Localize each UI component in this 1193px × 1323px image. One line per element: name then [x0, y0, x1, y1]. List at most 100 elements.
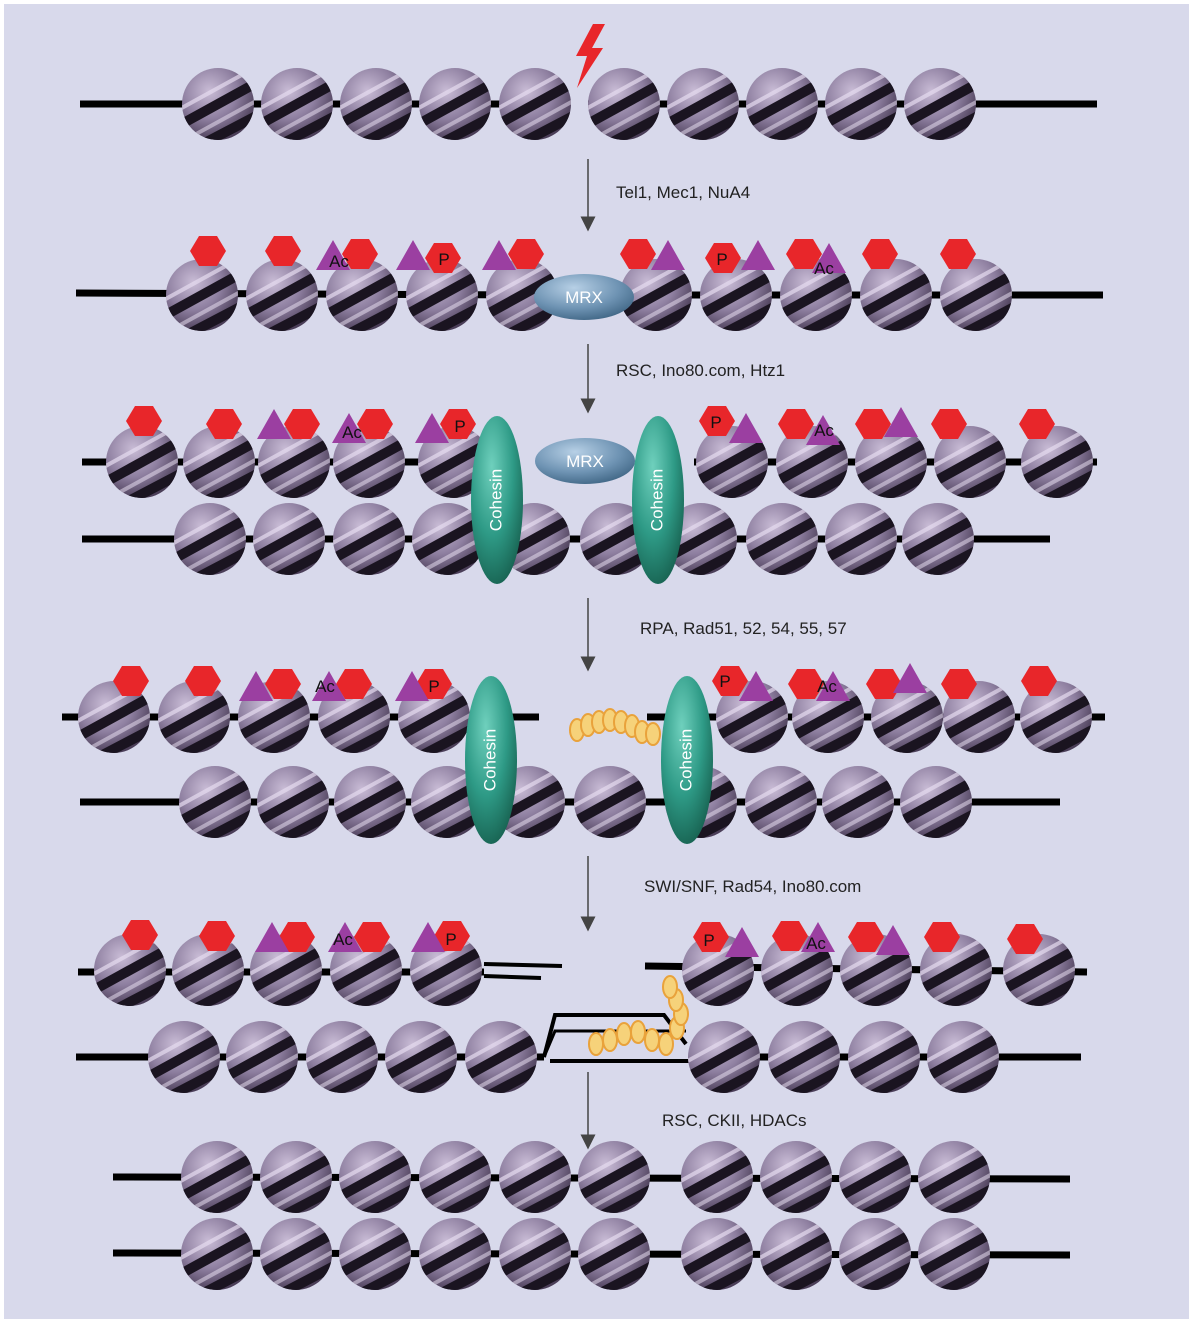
nucleosome-icon [493, 1216, 577, 1308]
cohesin-label: Cohesin [486, 469, 505, 531]
nucleosome-icon [168, 501, 252, 593]
nucleosome-icon [819, 501, 903, 593]
triangle-icon [741, 240, 775, 270]
nucleosome-icon [568, 764, 652, 856]
nucleosome-icon [255, 66, 339, 158]
nucleosome-icon [142, 1019, 226, 1111]
nucleosome-icon [333, 1139, 417, 1231]
nucleosome-icon [100, 424, 184, 516]
nucleosome-icon [816, 764, 900, 856]
nucleosome-icon [833, 1139, 917, 1231]
rpa-bead [589, 1033, 603, 1055]
nucleosome-icon [842, 1019, 926, 1111]
nucleosome-icon [740, 501, 824, 593]
phospho-label: P [710, 413, 721, 432]
nucleosome-icon [854, 257, 938, 349]
triangle-icon [396, 240, 430, 270]
nucleosome-icon [300, 1019, 384, 1111]
cohesin-label: Cohesin [480, 729, 499, 791]
nucleosome-icon [997, 932, 1081, 1024]
nucleosome-icon [675, 1216, 759, 1308]
nucleosome-icon [240, 257, 324, 349]
nucleosome-icon [328, 764, 412, 856]
step-label-3: RPA, Rad51, 52, 54, 55, 57 [640, 619, 847, 638]
nucleosome-icon [413, 66, 497, 158]
triangle-icon [651, 240, 685, 270]
nucleosome-icon [251, 764, 335, 856]
nucleosome-icon [833, 1216, 917, 1308]
nucleosome-icon [582, 66, 666, 158]
nucleosome-icon [413, 1139, 497, 1231]
rpa-bead [659, 1033, 673, 1055]
nucleosome-icon [175, 1216, 259, 1308]
nucleosome-icon [572, 1139, 656, 1231]
nucleosome-icon [740, 66, 824, 158]
cohesin-label: Cohesin [647, 469, 666, 531]
rpa-bead [631, 1021, 645, 1043]
acetyl-label: Ac [342, 423, 362, 442]
acetyl-label: Ac [333, 930, 353, 949]
rpa-bead [617, 1023, 631, 1045]
nucleosome-icon [493, 1139, 577, 1231]
nucleosome-icon [661, 66, 745, 158]
rpa-bead [663, 976, 677, 998]
cohesin-label: Cohesin [676, 729, 695, 791]
nucleosome-icon [220, 1019, 304, 1111]
nucleosome-icon [459, 1019, 543, 1111]
nucleosome-icon [914, 932, 998, 1024]
phospho-label: P [719, 672, 730, 691]
nucleosome-icon [896, 501, 980, 593]
nucleosome-icon [572, 1216, 656, 1308]
nucleosome-icon [921, 1019, 1005, 1111]
nucleosome-icon [762, 1019, 846, 1111]
nucleosome-icon [175, 1139, 259, 1231]
nucleosome-icon [333, 1216, 417, 1308]
rpa-bead [603, 1029, 617, 1051]
nucleosome-icon [819, 66, 903, 158]
resected-strand [484, 976, 541, 978]
nucleosome-icon [754, 1139, 838, 1231]
nucleosome-icon [254, 1139, 338, 1231]
nucleosome-icon [254, 1216, 338, 1308]
nucleosome-icon [694, 257, 778, 349]
nucleosome-icon [176, 66, 260, 158]
nucleosome-icon [379, 1019, 463, 1111]
acetyl-label: Ac [329, 252, 349, 271]
nucleosome-icon [493, 66, 577, 158]
acetyl-label: Ac [315, 677, 335, 696]
nucleosome-icon [912, 1139, 996, 1231]
nucleosome-icon [682, 1019, 766, 1111]
nucleosome-icon [1014, 679, 1098, 771]
phospho-label: P [445, 930, 456, 949]
nucleosome-icon [413, 1216, 497, 1308]
step-label-1: Tel1, Mec1, NuA4 [616, 183, 750, 202]
nucleosome-icon [934, 257, 1018, 349]
nucleosome-icon [912, 1216, 996, 1308]
nucleosome-icon [849, 424, 933, 516]
step-label-4: SWI/SNF, Rad54, Ino80.com [644, 877, 861, 896]
step-label-5: RSC, CKII, HDACs [662, 1111, 807, 1130]
acetyl-label: Ac [814, 421, 834, 440]
nucleosome-icon [334, 66, 418, 158]
nucleosome-icon [247, 501, 331, 593]
nucleosome-icon [894, 764, 978, 856]
mrx-label: MRX [566, 452, 604, 471]
phospho-label: P [703, 931, 714, 950]
nucleosome-icon [754, 1216, 838, 1308]
rpa-bead [646, 723, 660, 745]
nucleosome-icon [327, 501, 411, 593]
phospho-label: P [438, 250, 449, 269]
acetyl-label: Ac [814, 259, 834, 278]
acetyl-label: Ac [817, 677, 837, 696]
nucleosome-icon [739, 764, 823, 856]
nucleosome-icon [675, 1139, 759, 1231]
mrx-label: MRX [565, 288, 603, 307]
resected-strand [484, 964, 562, 966]
nucleosome-icon [72, 679, 156, 771]
phospho-label: P [454, 417, 465, 436]
phospho-label: P [428, 677, 439, 696]
rpa-bead [645, 1029, 659, 1051]
